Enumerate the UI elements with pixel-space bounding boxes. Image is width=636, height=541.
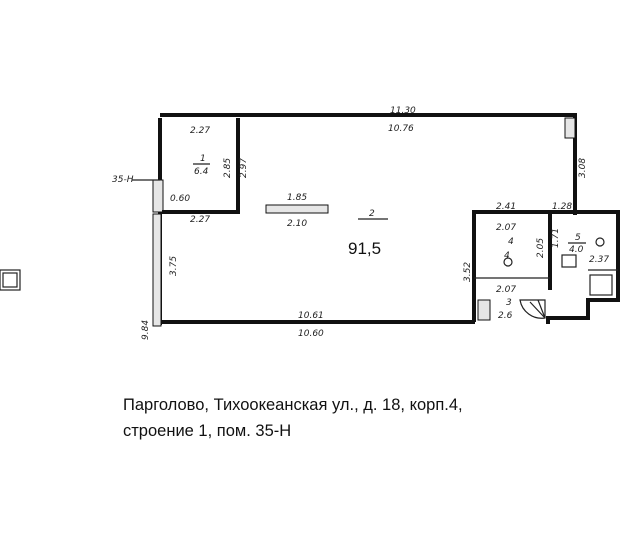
central-beam [265,204,329,214]
address-line-2: строение 1, пом. 35-Н [123,422,292,440]
dim-r1-height: 2.85 [223,158,233,178]
left-wall-hatch [152,213,162,327]
dim-top-inner: 10.76 [388,124,414,134]
dim-r1-height2: 2.97 [239,158,249,178]
room-1 [162,118,240,214]
dim-beam-top: 1.85 [287,193,307,203]
sink [561,254,577,268]
edge-box [0,269,21,291]
dim-door-gap: 0.60 [170,194,190,204]
dim-left-side: 3.75 [169,256,179,276]
toilet [595,237,605,247]
room-5-number: 5 [575,233,581,243]
address-caption: Парголово, Тихоокеанская ул., д. 18, кор… [123,392,563,444]
room-5-area: 4.0 [569,245,584,255]
edge-box-inner [2,272,18,288]
dim-top-outer: 11.30 [390,106,416,116]
room-1-area: 6.4 [194,167,209,177]
dim-bottom-outer: 10.60 [298,329,324,339]
room-3-area: 2.6 [498,311,513,321]
room-4-area: 4 [504,251,510,261]
room-4-number: 4 [508,237,514,247]
dim-bottom-inner: 10.61 [298,311,324,321]
dim-r4-height: 2.05 [536,238,546,258]
riser-shaft [477,299,491,321]
dim-r1-bottom: 2.27 [190,215,210,225]
dim-r5-width: 2.37 [589,255,609,265]
room-2-number: 2 [369,209,375,219]
room-3-number: 3 [506,298,512,308]
closet [589,274,613,296]
wet-block [472,210,620,324]
dim-side-height: 3.52 [463,262,473,282]
total-area-label: 91,5 [348,239,381,258]
room-id-label: 35-Н [112,175,134,185]
dim-r4-top: 2.41 [496,202,516,212]
entrance-wall-segment [152,179,164,213]
dim-left-total: 9.84 [141,320,151,340]
room-1-number: 1 [200,154,206,164]
dim-beam-bottom: 2.10 [287,219,307,229]
dim-r5-height: 1.71 [551,228,561,248]
address-line-1: Парголово, Тихоокеанская ул., д. 18, кор… [123,396,463,414]
dim-right-wall: 3.08 [578,158,588,178]
dim-r1-top: 2.27 [190,126,210,136]
outer-walls [152,113,577,327]
dim-r3-width: 2.07 [496,285,516,295]
dim-r4-width: 2.07 [496,223,516,233]
floor-drain [503,257,513,267]
corner-column [564,117,576,139]
dim-r5-top: 1.28 [552,202,572,212]
